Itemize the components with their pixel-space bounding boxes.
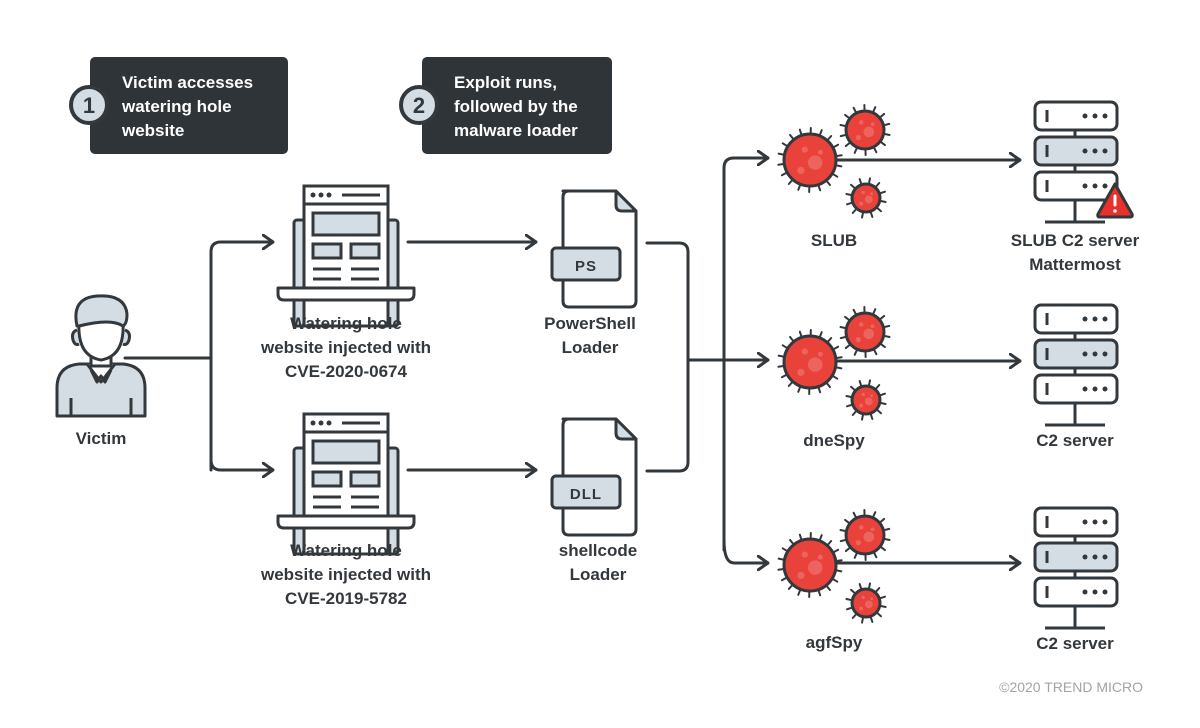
website-1-line-2: website injected with bbox=[260, 338, 431, 357]
website-node-2: Watering hole website injected with CVE-… bbox=[260, 412, 431, 608]
loader-ps-tag: PS bbox=[575, 258, 597, 275]
server-node-dnespy: C2 server bbox=[1033, 303, 1119, 450]
connector-loaders-merge bbox=[645, 241, 690, 473]
virus-blob bbox=[845, 582, 887, 624]
step-1-line-3: website bbox=[121, 121, 184, 140]
connector-to-website-1 bbox=[209, 242, 275, 472]
victim-node: Victim bbox=[55, 294, 147, 448]
virus-blob bbox=[845, 379, 887, 421]
server-node-slub: SLUB C2 server Mattermost bbox=[1011, 100, 1140, 274]
step-2-number: 2 bbox=[413, 93, 425, 118]
server-dnespy-label: C2 server bbox=[1036, 431, 1114, 450]
step-1-number: 1 bbox=[83, 93, 95, 118]
step-2-line-2: followed by the bbox=[454, 97, 578, 116]
website-1-line-3: CVE-2020-0674 bbox=[285, 362, 407, 381]
laptop-browser-icon bbox=[276, 184, 416, 328]
victim-label: Victim bbox=[76, 429, 127, 448]
virus-icon bbox=[777, 104, 891, 219]
step-2-callout: 2 Exploit runs, followed by the malware … bbox=[399, 57, 612, 154]
malware-node-dnespy: dneSpy bbox=[777, 306, 891, 450]
step-1-line-1: Victim accesses bbox=[122, 73, 253, 92]
loader-dll-tag: DLL bbox=[570, 486, 602, 503]
virus-blob bbox=[777, 127, 843, 193]
virus-icon bbox=[777, 509, 891, 624]
loader-node-dll: DLL shellcode Loader bbox=[550, 417, 638, 584]
loader-node-ps: PS PowerShell Loader bbox=[544, 189, 638, 357]
step-2-line-1: Exploit runs, bbox=[454, 73, 557, 92]
server-icon bbox=[1033, 506, 1119, 630]
connectors bbox=[123, 158, 1022, 563]
malware-agfspy-label: agfSpy bbox=[806, 633, 863, 652]
server-slub-line-1: SLUB C2 server bbox=[1011, 231, 1140, 250]
website-2-line-3: CVE-2019-5782 bbox=[285, 589, 407, 608]
virus-icon bbox=[777, 306, 891, 421]
server-icon bbox=[1033, 303, 1119, 427]
website-2-line-1: Watering hole bbox=[290, 541, 402, 560]
virus-blob bbox=[777, 329, 843, 395]
loader-ps-line-1: PowerShell bbox=[544, 314, 636, 333]
malware-node-slub: SLUB bbox=[777, 104, 891, 250]
connector-to-slub bbox=[722, 158, 770, 552]
user-icon bbox=[55, 294, 147, 418]
loader-dll-line-2: Loader bbox=[570, 565, 627, 584]
virus-blob bbox=[839, 306, 891, 358]
loader-ps-line-2: Loader bbox=[562, 338, 619, 357]
loader-dll-line-1: shellcode bbox=[559, 541, 637, 560]
server-slub-line-2: Mattermost bbox=[1029, 255, 1121, 274]
malware-node-agfspy: agfSpy bbox=[777, 509, 891, 652]
file-icon bbox=[550, 417, 638, 537]
server-agfspy-label: C2 server bbox=[1036, 634, 1114, 653]
step-1-callout: 1 Victim accesses watering hole website bbox=[69, 57, 288, 154]
step-2-line-3: malware loader bbox=[454, 121, 578, 140]
copyright: ©2020 TREND MICRO bbox=[999, 679, 1143, 695]
virus-blob bbox=[839, 104, 891, 156]
connector-to-agfspy bbox=[722, 538, 770, 563]
connector-to-website-2 bbox=[209, 356, 275, 470]
laptop-browser-icon bbox=[276, 412, 416, 556]
warning-icon bbox=[1096, 182, 1134, 219]
website-1-line-1: Watering hole bbox=[290, 314, 402, 333]
malware-slub-label: SLUB bbox=[811, 231, 857, 250]
virus-blob bbox=[777, 532, 843, 598]
malware-dnespy-label: dneSpy bbox=[803, 431, 865, 450]
virus-blob bbox=[839, 509, 891, 561]
website-node-1: Watering hole website injected with CVE-… bbox=[260, 184, 431, 381]
step-1-line-2: watering hole bbox=[121, 97, 232, 116]
website-2-line-2: website injected with bbox=[260, 565, 431, 584]
server-node-agfspy: C2 server bbox=[1033, 506, 1119, 653]
virus-blob bbox=[845, 177, 887, 219]
file-icon bbox=[550, 189, 638, 309]
